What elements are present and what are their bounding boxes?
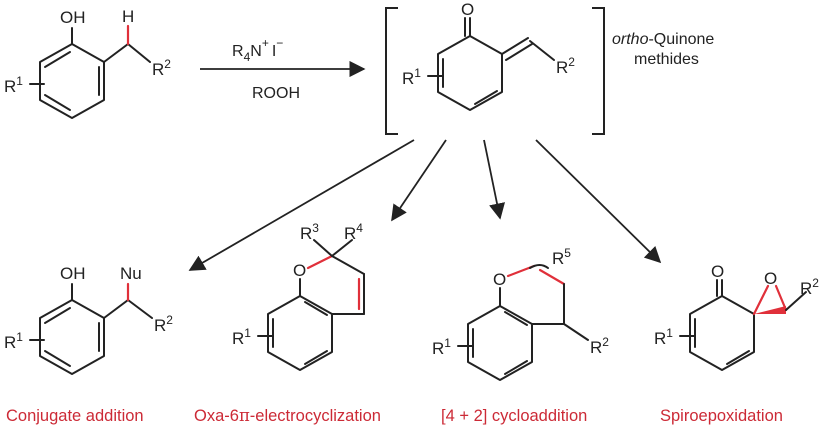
qm-ring-double-2 <box>474 90 498 105</box>
product-conjugate: OH Nu R2 R1 <box>4 264 173 375</box>
p1-double-2 <box>44 307 71 324</box>
phenol-double-3 <box>44 94 71 111</box>
p1-double-3 <box>44 350 71 367</box>
p4-r2-bond <box>785 291 807 311</box>
phenol-r2-bond <box>127 43 151 63</box>
reagent-top: R4N+I− <box>232 36 283 64</box>
phenol-h-label: H <box>122 7 134 26</box>
reaction-arrow-group: R4N+I− ROOH <box>200 36 366 102</box>
p1-nu-label: Nu <box>120 264 142 283</box>
caption-conjugate-addition: Conjugate addition <box>6 407 144 425</box>
p2-benzo-ring <box>267 295 333 371</box>
p1-ring <box>39 299 105 375</box>
arrow-to-cycloaddition <box>483 139 506 220</box>
arrow-to-conjugate <box>188 139 415 271</box>
phenol-r2-label: R2 <box>152 57 171 79</box>
p2-r3-label: R3 <box>300 221 319 243</box>
captions: Conjugate addition Oxa-6π-electrocycliza… <box>6 406 783 425</box>
p3-double-3 <box>504 311 528 326</box>
intermediate-label-line1: ortho-Quinone <box>612 31 714 48</box>
p4-epox-co-red <box>752 284 770 316</box>
p2-c-c-bond <box>331 255 365 275</box>
qm-r2-bond <box>529 40 555 61</box>
qm-r2-label: R2 <box>556 55 575 77</box>
p2-r4-bond <box>331 239 353 257</box>
p2-o-label: O <box>293 261 306 280</box>
qm-ring <box>437 35 503 111</box>
phenol-r1-label: R1 <box>4 74 23 96</box>
p2-double-3 <box>304 301 328 316</box>
qm-exo-double-a <box>501 37 529 55</box>
p4-r2-label: R2 <box>800 276 819 298</box>
phenol-ch2-bond <box>103 43 129 63</box>
divergent-arrows <box>188 139 662 271</box>
intermediate-label: ortho-Quinone methides <box>612 31 714 68</box>
p4-double-2 <box>726 350 750 365</box>
phenol-oh-label: OH <box>60 8 86 27</box>
starting-phenol: OH H R2 R1 <box>4 7 171 119</box>
p1-r2-label: R2 <box>154 313 173 335</box>
p3-r5-label: R5 <box>552 246 571 268</box>
p3-r1-label: R1 <box>432 336 451 358</box>
intermediate-label-line2: methides <box>634 51 699 68</box>
p1-r1-label: R1 <box>4 330 23 352</box>
p4-epox-oc-red <box>774 284 788 312</box>
reagent-bottom: ROOH <box>252 85 300 102</box>
arrow-to-spiro <box>535 139 662 264</box>
intermediate-bracket <box>385 7 605 135</box>
quinone-methide: O R2 R1 <box>402 0 575 111</box>
p2-oc-bond-red <box>306 254 334 270</box>
arrow-to-oxa <box>391 139 447 222</box>
p1-ch-bond <box>103 299 129 319</box>
left-bracket <box>385 7 398 135</box>
p2-r1-label: R1 <box>232 326 251 348</box>
phenol-double-2 <box>44 51 71 68</box>
p2-r3-bond <box>313 239 333 257</box>
p3-o-label: O <box>493 270 506 289</box>
caption-spiroepoxidation: Spiroepoxidation <box>660 407 783 425</box>
caption-cycloaddition: [4 + 2] cycloaddition <box>441 407 587 425</box>
right-bracket <box>592 7 605 135</box>
p4-r1-label: R1 <box>654 326 673 348</box>
p3-double-2 <box>504 360 528 375</box>
qm-exo-double-b <box>505 43 533 61</box>
phenol-ring <box>39 43 105 119</box>
qm-r1-label: R1 <box>402 66 421 88</box>
p2-r4-label: R4 <box>344 221 363 243</box>
p3-cc-bond-red <box>538 268 566 286</box>
p4-ring <box>689 295 755 371</box>
p4-ketone-o-label: O <box>711 262 724 281</box>
p1-oh-label: OH <box>60 264 86 283</box>
qm-o-label: O <box>461 0 474 19</box>
p4-epoxide-o-label: O <box>764 269 777 288</box>
p3-benzo-ring <box>467 305 533 381</box>
product-spiroepoxide: O O R2 R1 <box>654 262 819 371</box>
p2-double-2 <box>304 350 328 365</box>
p3-r2-bond <box>563 323 589 341</box>
p3-ring-arc <box>529 264 549 269</box>
p1-r2-bond <box>127 299 153 319</box>
product-chromene: O R3 R4 R1 <box>232 221 365 371</box>
p4-epox-wedge-red <box>754 306 786 314</box>
caption-oxa-electrocyclization: Oxa-6π-electrocyclization <box>194 406 381 425</box>
product-chromane: O R5 R2 R1 <box>432 246 609 381</box>
p3-r2-label: R2 <box>590 335 609 357</box>
